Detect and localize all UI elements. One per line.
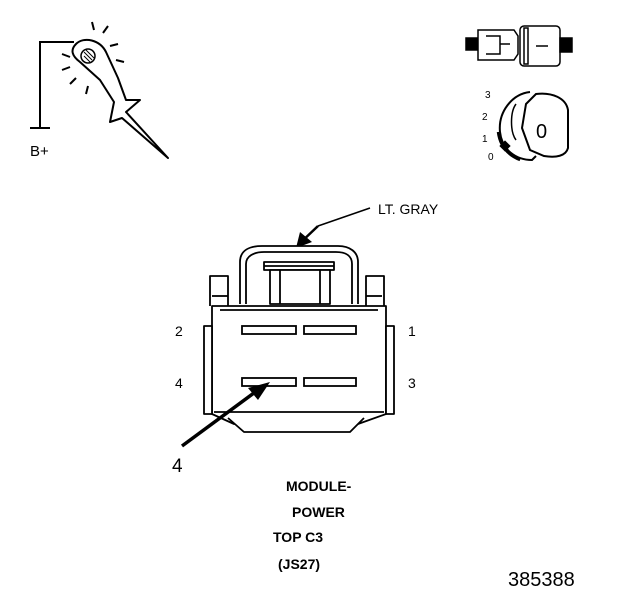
ground-label: B+ [30, 143, 49, 160]
pin-label-4: 4 [175, 375, 183, 391]
ignition-key-icon [496, 91, 569, 162]
pin-label-2: 2 [175, 323, 183, 339]
ignition-position-3: 3 [485, 90, 491, 101]
caption-line-4: (JS27) [278, 556, 320, 572]
pin-label-1: 1 [408, 323, 416, 339]
pin-3-cavity [303, 377, 357, 387]
pin-callout-label: 4 [172, 456, 183, 477]
ignition-position-2: 2 [482, 112, 488, 123]
light-rays-icon [61, 21, 125, 95]
pin-4-cavity [241, 377, 297, 387]
caption-line-2: POWER [292, 504, 345, 520]
figure-number: 385388 [508, 569, 575, 591]
caption-line-3: TOP C3 [273, 529, 323, 545]
connector-icon [465, 25, 573, 67]
test-light-icon [30, 21, 169, 159]
ignition-position-1: 1 [482, 134, 488, 145]
pin-1-cavity [303, 325, 357, 335]
caption-line-1: MODULE- [286, 478, 352, 494]
pin-label-3: 3 [408, 375, 416, 391]
pin-cavities [241, 325, 357, 387]
wire-color-label: LT. GRAY [378, 201, 439, 217]
pin-2-cavity [241, 325, 297, 335]
ignition-position-0: 0 [488, 152, 494, 163]
ignition-key-label: 0 [536, 121, 547, 143]
connector-body [203, 245, 395, 433]
